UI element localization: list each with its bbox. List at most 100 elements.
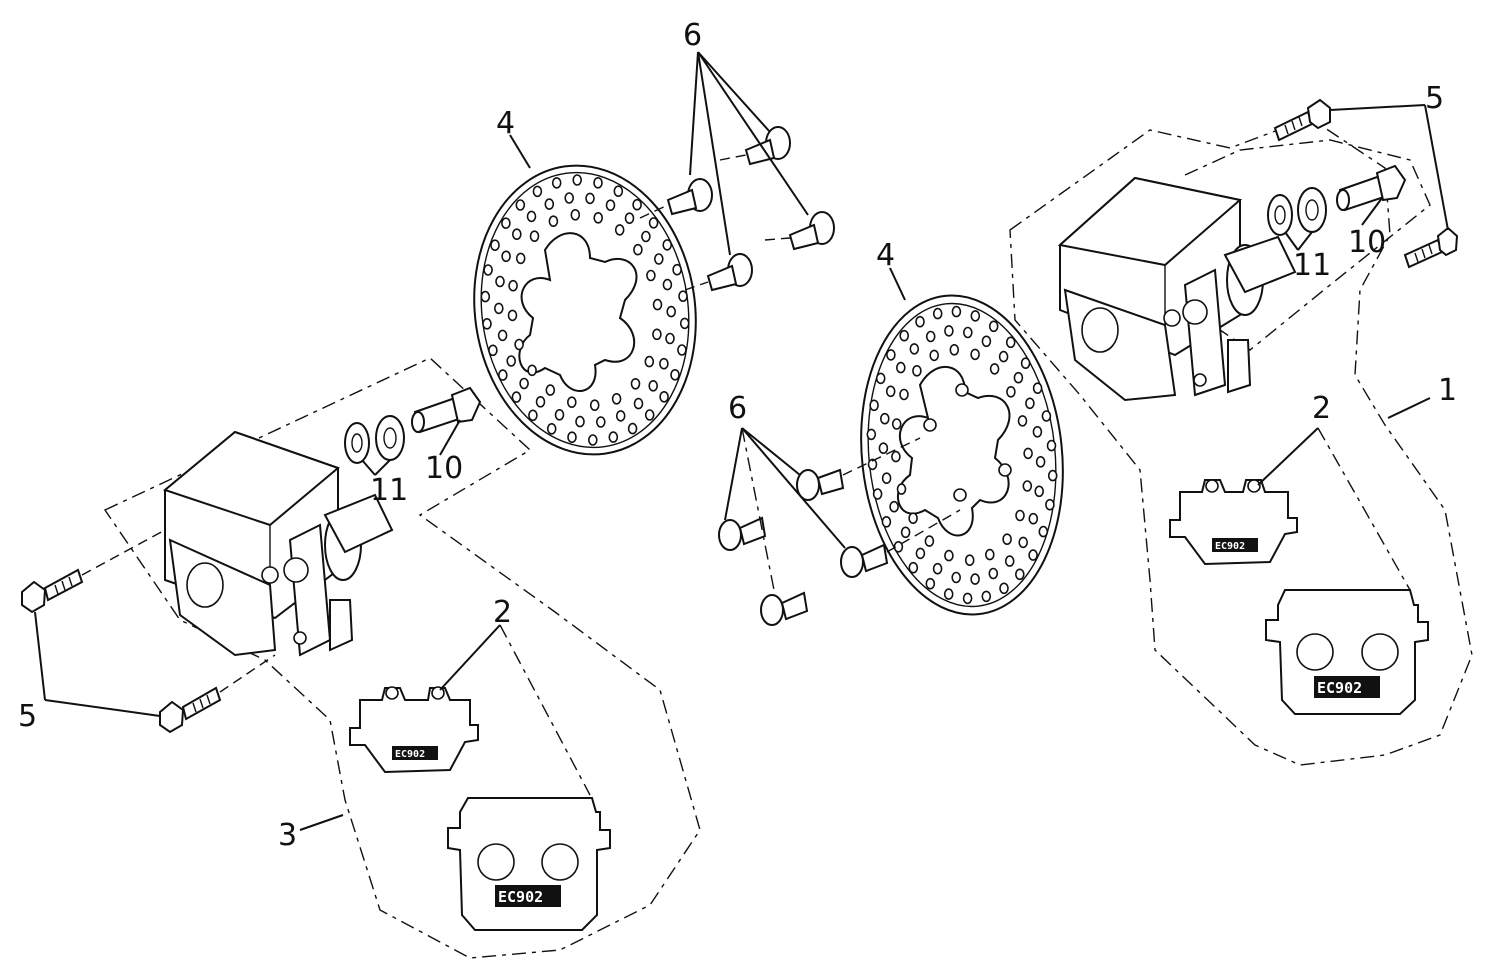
disc-vent-hole (866, 428, 877, 441)
right-bolts (1273, 98, 1459, 269)
disc-vent-hole (519, 377, 529, 390)
disc-vent-hole (1041, 410, 1052, 422)
disc-vent-hole (970, 348, 980, 361)
left-disc-screws (639, 126, 835, 292)
disc-vent-hole (527, 364, 537, 377)
left-caliper-body (162, 430, 394, 657)
disc-vent-hole (891, 450, 901, 463)
disc-vent-hole (488, 344, 498, 357)
disc-vent-hole (589, 399, 600, 412)
disc-vent-hole (632, 198, 642, 211)
right-washer-leader (1284, 231, 1313, 251)
disc-vent-hole (570, 209, 581, 221)
disc-vent-hole (1034, 485, 1044, 498)
disc-vent-hole (1028, 549, 1038, 561)
disc-vent-hole (507, 309, 518, 322)
left-assembly-leader (299, 814, 344, 831)
label-bolt-left: 5 (18, 699, 37, 734)
disc-vent-hole (932, 307, 943, 320)
disc-vent-hole (480, 290, 491, 303)
disc-vent-hole (624, 212, 635, 224)
screw (718, 516, 767, 551)
disc-vent-hole (981, 335, 992, 348)
label-screw-upper: 6 (683, 18, 702, 53)
disc-vent-hole (501, 250, 511, 263)
label-assembly-left: 3 (278, 818, 297, 853)
label-pin-right: 10 (1348, 225, 1386, 260)
left-pin-leader (439, 419, 461, 456)
left-caliper-assembly: EC902 EC902 2 5 11 10 3 (18, 357, 701, 959)
label-disc-left: 4 (496, 106, 515, 141)
disc-vent-hole (1025, 397, 1035, 410)
right-washers (1267, 187, 1327, 236)
disc-vent-hole (641, 230, 651, 243)
right-pad-leader (1257, 427, 1319, 486)
screw (706, 253, 753, 292)
disc-vent-hole (662, 239, 673, 251)
disc-vent-hole (544, 198, 555, 210)
label-washer-left: 11 (370, 473, 408, 508)
disc-vent-hole (915, 315, 925, 328)
left-assembly-outline (103, 357, 701, 959)
disc-vent-hole (653, 253, 664, 265)
screw (840, 543, 889, 578)
disc-vent-hole (899, 388, 909, 401)
left-disc-holes (480, 174, 690, 446)
disc-vent-hole (593, 177, 603, 189)
disc-vent-hole (899, 329, 910, 342)
disc-vent-hole (567, 431, 577, 444)
disc-vent-hole (867, 458, 878, 471)
disc-vent-hole (944, 325, 954, 337)
disc-vent-hole (575, 415, 585, 428)
disc-vent-hole (885, 385, 896, 398)
disc-vent-hole (497, 329, 508, 342)
disc-vent-hole (665, 332, 675, 345)
disc-vent-hole (511, 228, 522, 240)
disc-vent-hole (670, 368, 680, 381)
disc-vent-hole (869, 399, 879, 412)
right-disc-screws (718, 437, 961, 626)
disc-vent-hole (501, 217, 511, 229)
disc-vent-hole (925, 330, 936, 343)
disc-vent-hole (875, 372, 886, 385)
disc-vent-hole (546, 422, 557, 435)
disc-vent-hole (924, 535, 935, 547)
disc-vent-hole (506, 355, 517, 367)
disc-vent-hole (964, 554, 975, 567)
disc-vent-hole (646, 269, 656, 282)
left-small-pad-code: EC902 (395, 749, 425, 760)
disc-vent-hole (1047, 469, 1058, 482)
left-brake-disc (473, 164, 697, 456)
disc-vent-hole (886, 349, 896, 361)
disc-vent-hole (672, 263, 682, 276)
disc-vent-hole (988, 320, 999, 333)
disc-vent-hole (608, 431, 619, 443)
screw (788, 211, 835, 251)
disc-vent-hole (1032, 425, 1043, 438)
disc-vent-hole (1045, 498, 1055, 511)
disc-vent-hole (989, 363, 1000, 375)
label-disc-right: 4 (876, 238, 895, 273)
disc-vent-hole (1046, 439, 1057, 452)
disc-vent-hole (1038, 525, 1049, 538)
disc-vent-hole (872, 488, 883, 500)
disc-vent-hole (633, 243, 643, 256)
disc-vent-hole (951, 571, 962, 584)
screw (760, 591, 809, 626)
disc-vent-hole (881, 515, 892, 528)
disc-leader-left (509, 134, 531, 169)
disc-vent-hole (515, 252, 526, 265)
left-washers (344, 415, 405, 464)
right-caliper-body (1057, 176, 1297, 402)
disc-vent-hole (1002, 533, 1012, 546)
disc-vent-hole (988, 567, 999, 580)
label-bolt-right: 5 (1425, 81, 1444, 116)
disc-vent-hole (662, 278, 673, 291)
disc-vent-hole (572, 174, 583, 186)
disc-vent-hole (1028, 512, 1039, 525)
disc-vent-hole (1018, 536, 1029, 549)
disc-vent-hole (508, 279, 518, 292)
right-pad-large: EC902 (1265, 589, 1429, 715)
right-assembly-outline (1009, 117, 1473, 766)
